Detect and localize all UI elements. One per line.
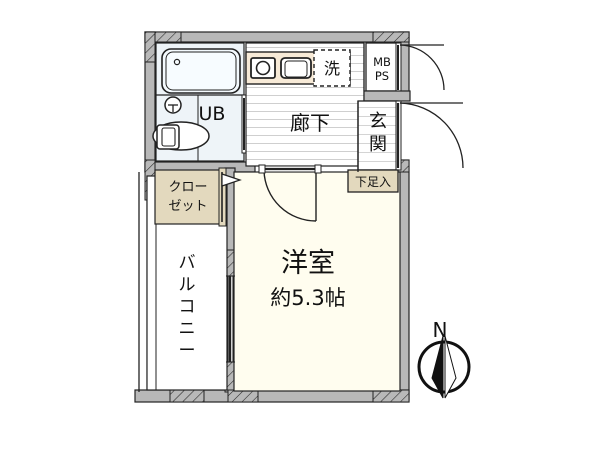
balcony-label-char-4: ー (179, 341, 196, 361)
washer-label: 洗 (324, 59, 340, 78)
compass-circle (417, 340, 471, 394)
main-room-size-label: 約5.3帖 (270, 286, 345, 310)
closet-label-line2: ゼット (168, 199, 207, 214)
balcony-sliding-door (226, 275, 235, 363)
main-room-area (233, 171, 401, 392)
meter-box-label-mb: MB (373, 55, 391, 69)
main-room-label: 洋室 (281, 248, 335, 279)
room-entry-door (258, 164, 322, 222)
closet-area (154, 169, 224, 225)
meter-box-label-ps: PS (375, 69, 389, 83)
entrance-label-char1: 玄 (369, 111, 387, 132)
front-door (395, 100, 464, 171)
balcony-label-char-2: コ (179, 297, 196, 317)
bathtub-drain-icon (173, 58, 181, 66)
unit-bath-label: UB (199, 103, 226, 125)
compass-needle-dark (431, 335, 444, 399)
wall-segment (363, 90, 411, 102)
balcony-label-char-0: バ (179, 253, 196, 273)
shoe-box-area (347, 169, 399, 193)
meter-box-door (395, 42, 445, 92)
compass-needle-light (444, 335, 457, 399)
corridor-label: 廊下 (290, 111, 330, 135)
entrance-label-char2: 関 (369, 134, 387, 155)
compass-north-label: N (433, 318, 448, 342)
closet-label-line1: クロー (168, 180, 207, 195)
shoe-box-label: 下足入 (355, 175, 391, 189)
closet-door (218, 167, 242, 227)
balcony-label-char-3: ニ (179, 319, 196, 339)
unit-bath-area (152, 42, 245, 162)
entrance-area (357, 100, 399, 171)
balcony-label-char-1: ル (179, 275, 196, 295)
compass-rose: N (417, 318, 471, 399)
washer-space (313, 49, 351, 87)
